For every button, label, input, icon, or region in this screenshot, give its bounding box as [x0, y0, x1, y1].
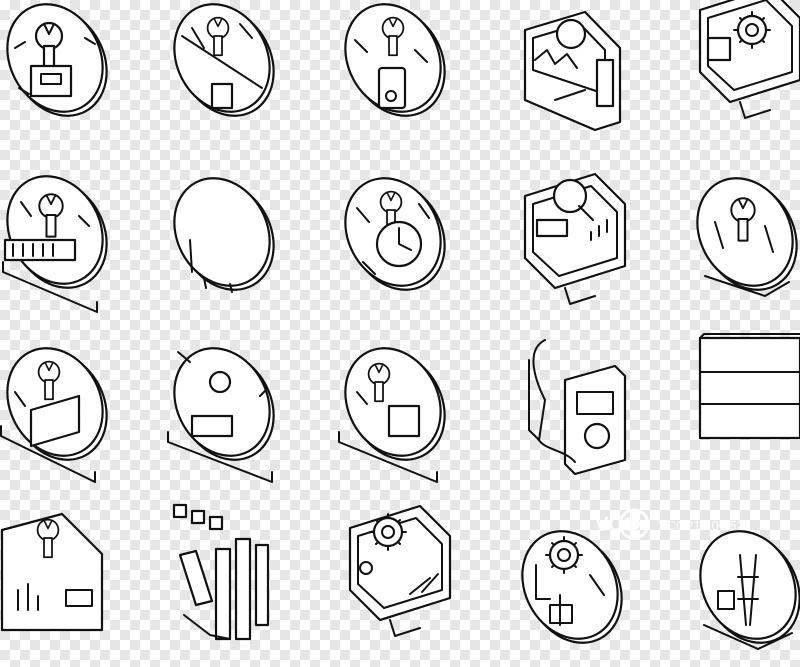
- blank-disc-icon: [154, 160, 294, 308]
- tools-disc-icon: [154, 0, 294, 134]
- wrench-laptop-disc-icon: [0, 330, 127, 483]
- wrench-circuit-disc-icon: [0, 158, 127, 313]
- monitor-gear-tools-icon: [348, 504, 452, 638]
- tools-stand-disc-icon: [677, 160, 800, 308]
- multimeter-icon: [528, 339, 627, 476]
- watermark: VCG VCG21 . 00 523: [595, 508, 751, 540]
- watermark-text: VCG21 . 00 523: [658, 518, 751, 533]
- monitor-chart-icon: [523, 10, 622, 132]
- watermark-logo: VCG: [595, 514, 638, 536]
- tool-kit-icon: [172, 503, 270, 641]
- wrench-disc-icon: [0, 0, 127, 134]
- board-wrench-icon: [0, 512, 104, 632]
- clock-wrench-disc-icon: [325, 160, 465, 308]
- vacuum-disc-icon: [154, 330, 294, 483]
- gear-circuit-disc-icon: [502, 513, 642, 661]
- tower-disc-icon: [680, 513, 800, 661]
- monitor-magnifier-icon: [523, 172, 627, 306]
- monitor-gear-icon: [698, 0, 800, 120]
- panel-box-icon: [698, 333, 800, 440]
- wrench-phone-disc-icon: [325, 0, 465, 134]
- wrench-chip-disc-icon: [325, 330, 465, 483]
